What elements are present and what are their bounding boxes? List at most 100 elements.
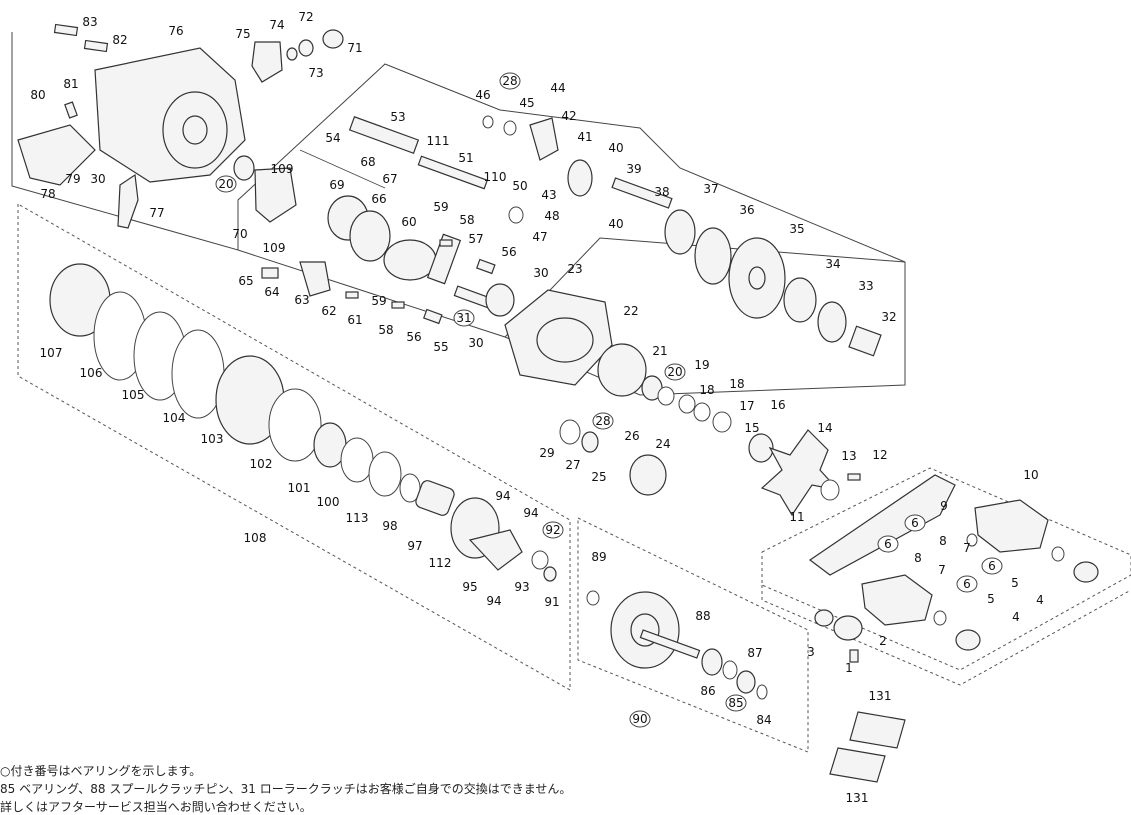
thumb-bar [117,173,139,229]
part-number-label: 26 [624,429,639,443]
part-number-label: 71 [347,41,362,55]
part-number-label: 2 [879,634,887,648]
part-number-label: 43 [541,188,556,202]
bearing-marker [592,412,614,430]
part-number-label: 20 [218,177,233,191]
brake-plate-69 [254,167,297,223]
part-number-label: 104 [163,411,186,425]
part-number-label: 88 [695,609,710,623]
knob-cap-4a [1073,561,1099,583]
part-number-label: 111 [427,134,450,148]
part-number-label: 15 [744,421,759,435]
screw-61 [345,291,359,299]
part-number-label: 94 [495,489,510,503]
part-number-label: 23 [567,262,582,276]
handle-knob-8b [861,574,933,626]
bushing-32 [848,325,882,357]
bearing-marker [664,363,686,381]
part-number-label: 85 [728,696,743,710]
part-number-label: 57 [468,232,483,246]
part-number-label: 11 [789,510,804,524]
part-number-label: 40 [608,217,623,231]
clutch-yoke-59 [426,233,462,285]
bearing-28b [581,431,599,453]
group-outline-spool [17,203,571,691]
sticker-131b [829,747,886,783]
nut-2 [833,615,863,641]
part-number-label: 28 [502,74,517,88]
part-number-label: 5 [1011,576,1019,590]
part-number-label: 55 [433,340,448,354]
part-number-label: 66 [371,192,386,206]
clutch-cam-60 [383,239,437,281]
part-number-label: 78 [40,187,55,201]
bearing-85 [736,670,756,694]
part-number-label: 6 [884,537,892,551]
part-number-label: 30 [468,336,483,350]
sticker-131a [849,711,906,749]
part-number-label: 77 [149,206,164,220]
part-number-label: 47 [532,230,547,244]
note-line-2: 85 ベアリング、88 スプールクラッチピン、31 ローラークラッチはお客様ご自… [0,782,572,796]
part-number-label: 4 [1036,593,1044,607]
part-number-label: 84 [756,713,771,727]
part-number-label: 31 [456,311,471,325]
part-number-label: 87 [747,646,762,660]
part-number-label: 74 [269,18,284,32]
part-number-label: 67 [382,172,397,186]
part-number-label: 3 [807,645,815,659]
part-number-label: 9 [940,499,948,513]
note-line-1: ○付き番号はベアリングを示します。 [0,764,202,778]
part-number-label: 22 [623,304,638,318]
group-outline-spool-shaft [577,517,809,753]
bearing-20a [233,155,255,181]
clutch-lever [17,124,96,186]
part-number-label: 58 [459,213,474,227]
part-number-label: 34 [825,257,840,271]
part-number-label: 10 [1023,468,1038,482]
bearing-92 [543,566,557,582]
part-number-label: 39 [626,162,641,176]
bearing-marker [215,175,237,193]
part-number-label: 18 [729,377,744,391]
screw-58 [391,301,405,309]
part-number-label: 41 [577,130,592,144]
screw-82 [83,39,109,53]
bearing-marker [956,575,978,593]
plate-62 [299,261,331,297]
cap-24 [629,454,667,496]
part-number-label: 59 [371,294,386,308]
part-number-label: 37 [703,182,718,196]
part-number-label: 6 [988,559,996,573]
part-number-label: 65 [238,274,253,288]
bearing-marker [725,694,747,712]
screw-81 [64,101,78,119]
bearing-marker [981,557,1003,575]
part-number-label: 73 [308,66,323,80]
part-number-label: 68 [360,155,375,169]
part-number-label: 28 [595,414,610,428]
washer-36 [694,227,732,285]
part-number-label: 59 [433,200,448,214]
part-number-label: 38 [654,185,669,199]
screw-83 [53,23,79,37]
screw-12 [847,473,861,481]
part-number-label: 42 [561,109,576,123]
bearing-marker [542,521,564,539]
part-number-label: 7 [938,563,946,577]
part-number-label: 97 [407,539,422,553]
part-number-label: 81 [63,77,78,91]
part-number-label: 105 [122,388,145,402]
pinion-87 [701,648,723,676]
part-number-label: 76 [168,24,183,38]
spool-shaft [639,629,701,659]
part-number-label: 131 [846,791,869,805]
part-number-label: 83 [82,15,97,29]
part-number-label: 16 [770,398,785,412]
part-number-label: 102 [250,457,273,471]
part-number-label: 32 [881,310,896,324]
part-number-label: 60 [401,215,416,229]
plate-44 [529,117,559,161]
part-number-label: 21 [652,344,667,358]
